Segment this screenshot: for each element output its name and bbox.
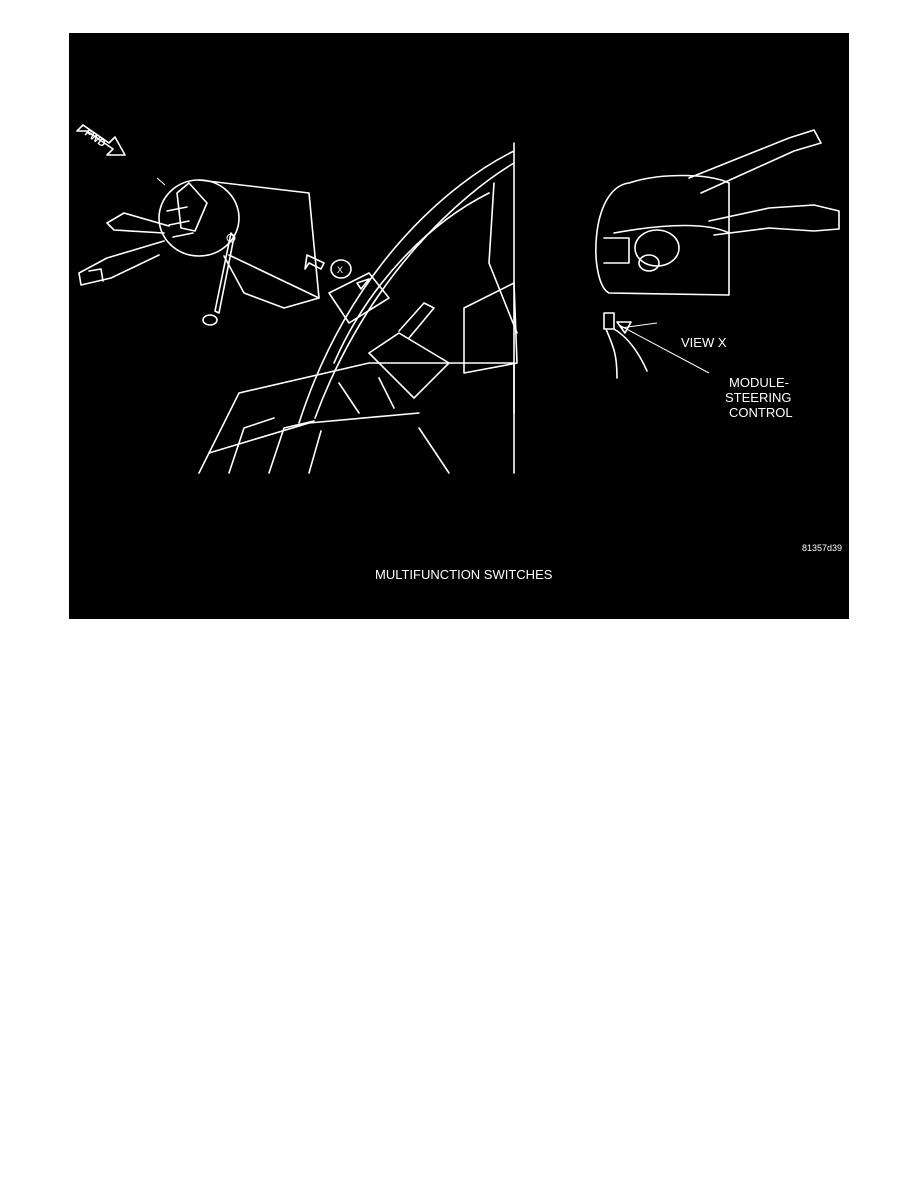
view-x-detail: VIEW X MODULE- STEERING CONTROL <box>595 129 840 420</box>
figure-id: 81357d39 <box>802 543 842 553</box>
view-x-label: VIEW X <box>681 335 727 350</box>
view-marker-label: X <box>337 265 343 275</box>
steering-column: X <box>198 142 518 474</box>
multifunction-switch-exploded <box>78 177 320 326</box>
callout-steering: STEERING <box>725 390 791 405</box>
diagram-figure: FWD <box>69 33 849 619</box>
fwd-arrow: FWD <box>76 124 126 156</box>
diagram-drawing: FWD <box>76 124 842 582</box>
figure-caption: MULTIFUNCTION SWITCHES <box>375 567 553 582</box>
callout-control: CONTROL <box>729 405 793 420</box>
fwd-label: FWD <box>82 128 107 150</box>
callout-module: MODULE- <box>729 375 789 390</box>
